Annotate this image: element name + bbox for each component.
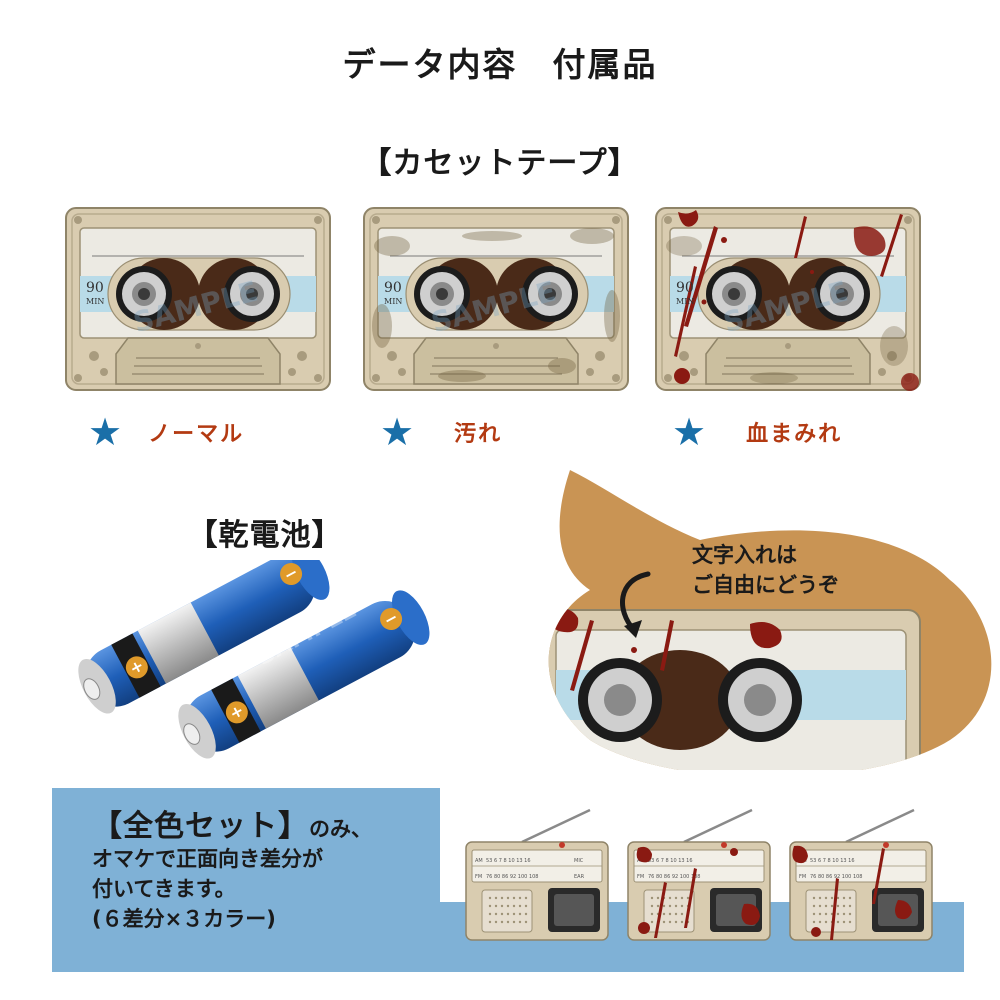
callout-text: 文字入れは ご自由にどうぞ <box>692 540 892 600</box>
radio-normal-image: AM 53 6 7 8 10 13 16 FM 76 80 86 92 100 … <box>462 808 612 943</box>
set-bonus-line-4: (６差分×３カラー) <box>92 907 276 931</box>
radio-fm-label: FM <box>799 874 806 880</box>
radio-mic-label: MIC <box>574 858 584 864</box>
radio-fm-label: FM <box>475 874 482 880</box>
set-bonus-note: 【全色セット】のみ、 オマケで正面向き差分が 付いてきます。 (６差分×３カラー… <box>92 812 432 934</box>
callout-bubble <box>530 470 1000 770</box>
set-bonus-line-3: 付いてきます。 <box>92 877 236 901</box>
radio-fm-scale: 76 80 86 92 100 108 <box>648 874 700 880</box>
radio-fm-scale: 76 80 86 92 100 108 <box>810 874 862 880</box>
radio-fm-scale: 76 80 86 92 100 108 <box>486 874 538 880</box>
tape-unit-label: MIN <box>86 297 104 306</box>
battery-section-title: 【乾電池】 <box>187 518 343 553</box>
variant-label-bloody: 血まみれ <box>746 422 843 447</box>
cassette-section-title: 【カセットテープ】 <box>361 146 639 181</box>
variant-label-dirty: 汚れ <box>454 422 503 447</box>
cassette-normal-image: 90 MIN SAMPLE <box>64 206 332 392</box>
tape-length-label: 90 <box>676 280 694 296</box>
radio-am-scale: 53 6 7 8 10 13 16 <box>810 858 855 864</box>
radio-bloody-image: AM 53 6 7 8 10 13 16 FM 76 80 86 92 100 … <box>786 808 936 943</box>
radio-fm-label: FM <box>637 874 644 880</box>
page-title: データ内容 付属品 <box>342 45 658 84</box>
radio-am-scale: 53 6 7 8 10 13 16 <box>486 858 531 864</box>
tape-unit-label: MIN <box>384 297 402 306</box>
variant-bloody: ★ 血まみれ <box>672 412 842 452</box>
star-icon: ★ <box>88 410 123 454</box>
variant-normal: ★ ノーマル <box>88 412 244 452</box>
cassette-dirty-image: 90 MIN SAMPLE <box>362 206 630 392</box>
radio-am-scale: 53 6 7 8 10 13 16 <box>648 858 693 864</box>
variant-label-normal: ノーマル <box>148 422 245 447</box>
tape-length-label: 90 <box>86 280 104 296</box>
radio-dirty-bloody-image: AM 53 6 7 8 10 13 16 FM 76 80 86 92 100 … <box>624 808 774 943</box>
star-icon: ★ <box>672 410 707 454</box>
batteries-image: + − + − SAMPLE <box>70 560 450 780</box>
set-bonus-highlight: 【全色セット】 <box>92 809 309 844</box>
radio-ear-label: EAR <box>574 874 585 880</box>
radio-am-label: AM <box>475 858 483 864</box>
tape-unit-label: MIN <box>676 297 694 306</box>
set-bonus-line-2: オマケで正面向き差分が <box>92 847 323 871</box>
callout-line-2: ご自由にどうぞ <box>692 573 839 597</box>
tape-length-label: 90 <box>384 280 402 296</box>
set-bonus-line-1: のみ、 <box>309 817 372 841</box>
callout-line-1: 文字入れは <box>692 543 797 567</box>
cassette-bloody-image: 90 MIN SAMPLE <box>654 206 922 392</box>
variant-dirty: ★ 汚れ <box>380 412 502 452</box>
star-icon: ★ <box>380 410 415 454</box>
